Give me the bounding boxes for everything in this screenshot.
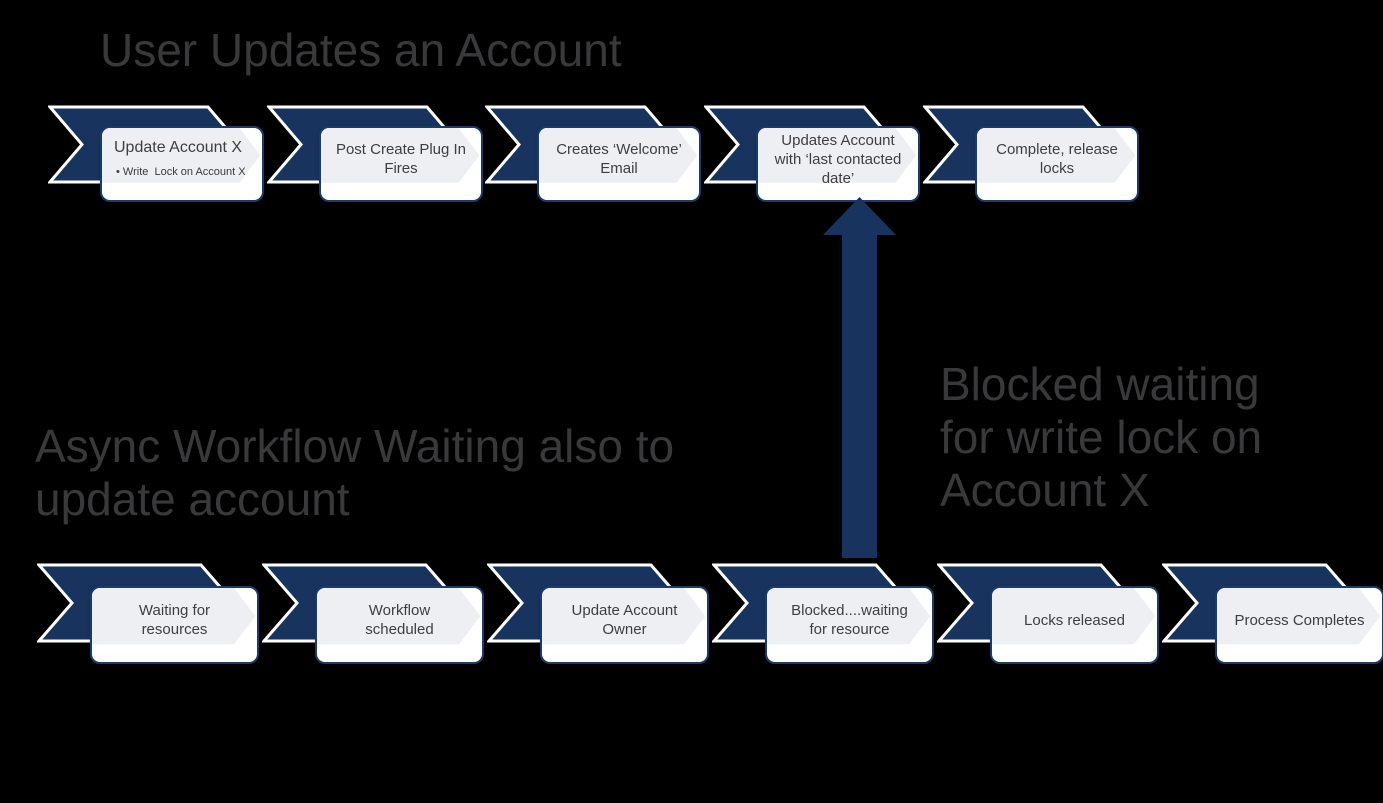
- step-watermark-arrow-icon: [542, 588, 706, 645]
- step-box: Workflow scheduled: [315, 586, 484, 664]
- step-watermark-arrow-icon: [539, 128, 698, 183]
- step-watermark-arrow-icon: [321, 128, 480, 183]
- step-label: Creates ‘Welcome’ Email: [556, 141, 682, 177]
- step-label: Blocked....waiting for resource: [791, 602, 908, 638]
- step-box: Blocked....waiting for resource: [765, 586, 934, 664]
- up-arrow-head-icon: [823, 197, 896, 235]
- step-label: Process Completes: [1234, 611, 1365, 629]
- step-watermark-arrow-icon: [1217, 588, 1381, 645]
- step-watermark-arrow-icon: [977, 128, 1136, 183]
- step-box: Update Account X Write Lock on Account X: [100, 126, 264, 202]
- step-box: Complete, release locks: [975, 126, 1139, 202]
- step-label: Waiting for resources: [138, 602, 211, 638]
- step-watermark-arrow-icon: [92, 588, 256, 645]
- step-label: Post Create Plug In Fires: [335, 141, 467, 177]
- step-box: Creates ‘Welcome’ Email: [537, 126, 701, 202]
- step-bullet: Write Lock on Account X: [102, 158, 262, 179]
- bottom-flow-title: Async Workflow Waiting also to update ac…: [35, 420, 675, 525]
- step-box: Post Create Plug In Fires: [319, 126, 483, 202]
- top-flow-title: User Updates an Account: [100, 24, 622, 76]
- step-watermark-arrow-icon: [992, 588, 1156, 645]
- step-label: Updates Account with ‘last contacted dat…: [774, 131, 902, 187]
- blocked-annotation: Blocked waiting for write lock on Accoun…: [940, 358, 1263, 516]
- step-box: Locks released: [990, 586, 1159, 664]
- step-label: Complete, release locks: [996, 141, 1118, 177]
- step-label: Locks released: [1024, 611, 1125, 629]
- step-box: Updates Account with ‘last contacted dat…: [756, 126, 920, 202]
- step-box: Process Completes: [1215, 586, 1383, 664]
- step-box: Waiting for resources: [90, 586, 259, 664]
- up-arrow-shaft: [842, 232, 877, 558]
- step-label: Update Account X: [114, 139, 243, 156]
- step-label: Update Account Owner: [571, 602, 678, 638]
- step-watermark-arrow-icon: [317, 588, 481, 645]
- step-box: Update Account Owner: [540, 586, 709, 664]
- step-label: Workflow scheduled: [365, 602, 434, 638]
- step-watermark-arrow-icon: [767, 588, 931, 645]
- step-watermark-arrow-icon: [758, 128, 917, 183]
